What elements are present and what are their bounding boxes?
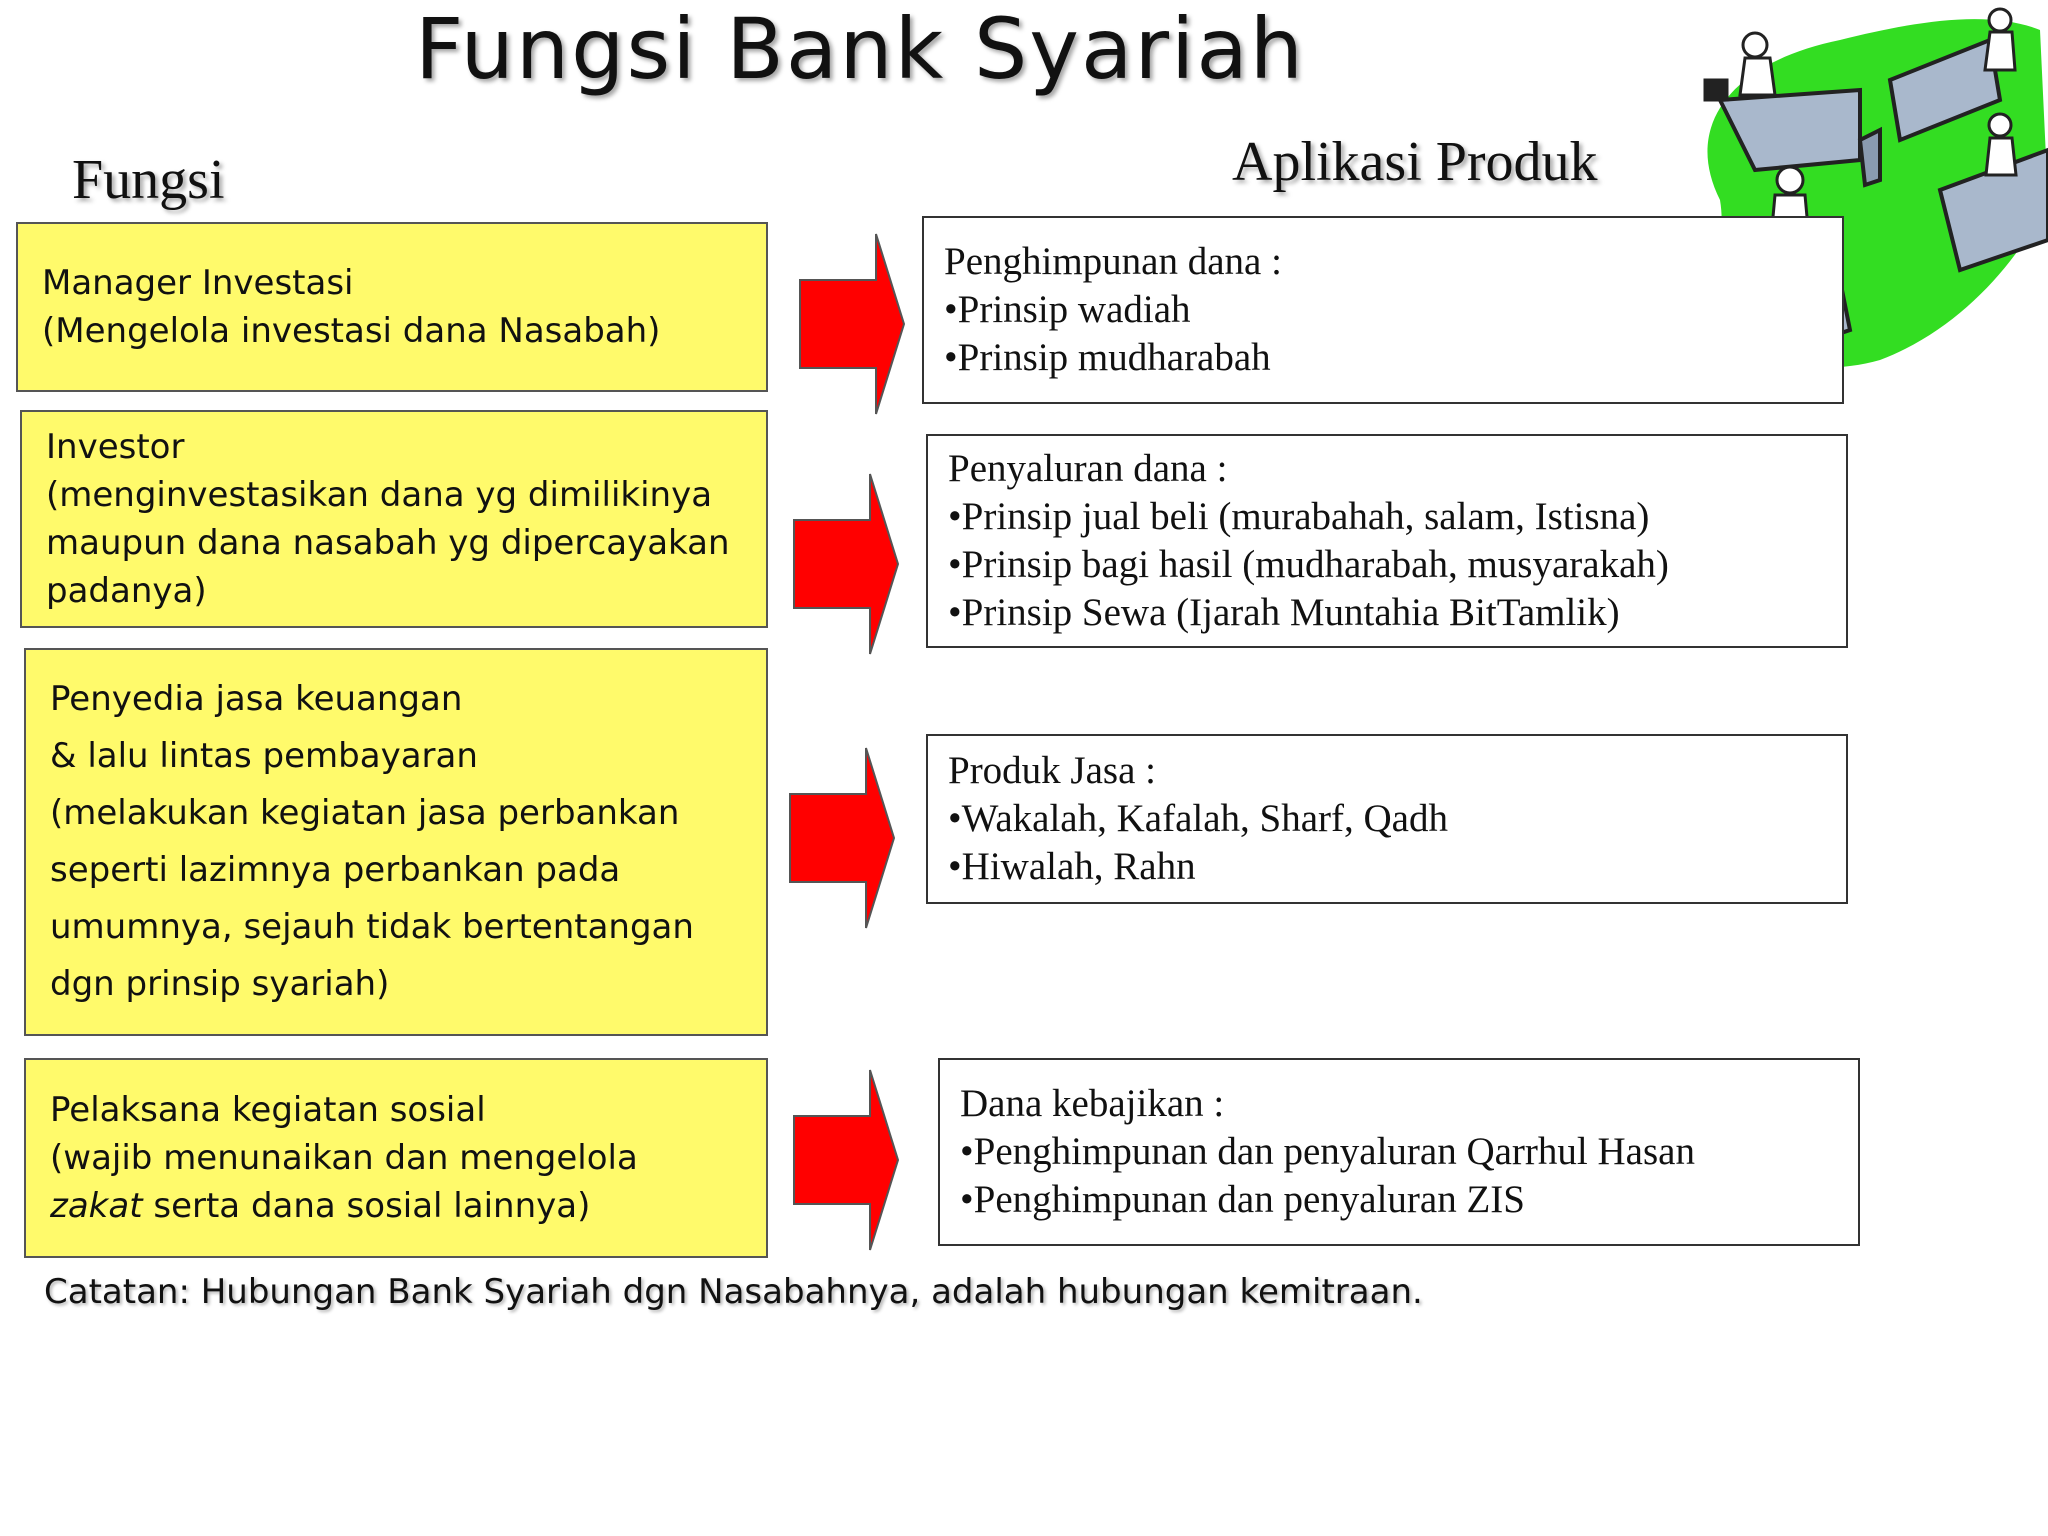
- function-line: dgn prinsip syariah): [50, 964, 390, 1004]
- function-line: (melakukan kegiatan jasa perbankan: [50, 793, 680, 833]
- arrow-right-icon: [793, 1069, 900, 1251]
- function-line: Manager Investasi: [42, 263, 354, 303]
- product-box-kebajikan: Dana kebajikan : •Penghimpunan dan penya…: [938, 1058, 1860, 1246]
- function-line: Penyedia jasa keuangan: [50, 679, 463, 719]
- product-line: •Prinsip jual beli (murabahah, salam, Is…: [948, 495, 1650, 538]
- product-line: •Prinsip Sewa (Ijarah Muntahia BitTamlik…: [948, 591, 1620, 634]
- function-line-rest: serta dana sosial lainnya): [142, 1186, 591, 1226]
- function-line: maupun dana nasabah yg dipercayakan: [46, 523, 730, 563]
- product-box-jasa: Produk Jasa : •Wakalah, Kafalah, Sharf, …: [926, 734, 1848, 904]
- fungsi-header: Fungsi: [72, 149, 225, 211]
- function-line: (wajib menunaikan dan mengelola: [50, 1138, 638, 1178]
- function-box-penyedia-jasa: Penyedia jasa keuangan & lalu lintas pem…: [24, 648, 768, 1036]
- function-line: padanya): [46, 571, 207, 611]
- product-line: •Penghimpunan dan penyaluran Qarrhul Has…: [960, 1130, 1695, 1173]
- product-line: •Prinsip mudharabah: [944, 336, 1271, 379]
- arrow-right-icon: [793, 473, 900, 655]
- function-line: seperti lazimnya perbankan pada: [50, 850, 621, 890]
- function-line: (Mengelola investasi dana Nasabah): [42, 311, 661, 351]
- arrow-right-icon: [799, 233, 906, 415]
- arrow-right-icon: [789, 747, 896, 929]
- zakat-italic: zakat: [50, 1186, 143, 1226]
- function-box-pelaksana-sosial: Pelaksana kegiatan sosial (wajib menunai…: [24, 1058, 768, 1258]
- product-line: •Wakalah, Kafalah, Sharf, Qadh: [948, 797, 1448, 840]
- function-line: umumnya, sejauh tidak bertentangan: [50, 907, 694, 947]
- product-box-penyaluran: Penyaluran dana : •Prinsip jual beli (mu…: [926, 434, 1848, 648]
- product-line: •Penghimpunan dan penyaluran ZIS: [960, 1178, 1525, 1221]
- function-line: & lalu lintas pembayaran: [50, 736, 478, 776]
- product-line: Produk Jasa :: [948, 749, 1156, 792]
- product-line: Penyaluran dana :: [948, 447, 1228, 490]
- footnote: Catatan: Hubungan Bank Syariah dgn Nasab…: [44, 1272, 1423, 1312]
- function-line: Pelaksana kegiatan sosial: [50, 1090, 486, 1130]
- function-box-manager-investasi: Manager Investasi (Mengelola investasi d…: [16, 222, 768, 392]
- function-line: (menginvestasikan dana yg dimilikinya: [46, 475, 713, 515]
- function-box-investor: Investor (menginvestasikan dana yg dimil…: [20, 410, 768, 628]
- product-line: •Prinsip wadiah: [944, 288, 1191, 331]
- slide-title: Fungsi Bank Syariah: [414, 0, 1306, 98]
- function-line: Investor: [46, 427, 185, 467]
- aplikasi-header: Aplikasi Produk: [1232, 131, 1598, 193]
- function-line-last: zakat serta dana sosial lainnya): [50, 1182, 742, 1230]
- product-line: Penghimpunan dana :: [944, 240, 1282, 283]
- product-line: •Hiwalah, Rahn: [948, 845, 1196, 888]
- product-line: Dana kebajikan :: [960, 1082, 1225, 1125]
- product-line: •Prinsip bagi hasil (mudharabah, musyara…: [948, 543, 1669, 586]
- product-box-penghimpunan: Penghimpunan dana : •Prinsip wadiah •Pri…: [922, 216, 1844, 404]
